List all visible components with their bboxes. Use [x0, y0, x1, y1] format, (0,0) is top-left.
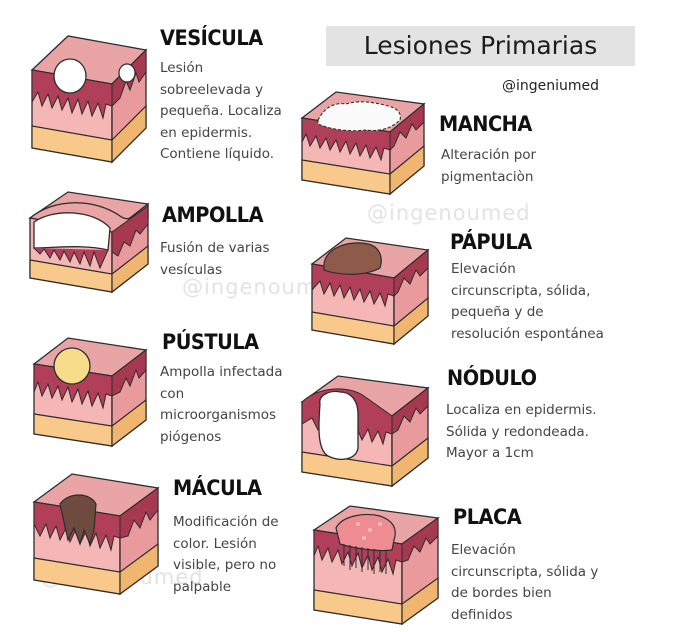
pustula-illustration: [32, 337, 148, 448]
description-line: circunscripta, sólida y: [451, 563, 599, 580]
lesion-heading-ampolla: AMPOLLA: [162, 203, 264, 227]
watermark: @ingenoumed: [367, 201, 531, 225]
description-line: circunscripta, sólida,: [451, 282, 591, 299]
description-line: con: [160, 385, 185, 402]
nodulo-illustration: [300, 375, 430, 488]
description-line: pigmentaciòn: [441, 168, 534, 185]
description-line: Mayor a 1cm: [446, 445, 534, 461]
mancha-illustration: [300, 91, 426, 196]
macula-illustration: [32, 473, 160, 596]
page-title: Lesiones Primarias: [363, 31, 598, 60]
papula-illustration: [310, 237, 430, 346]
lesion-heading-nodulo: NÓDULO: [447, 366, 537, 390]
description-line: Alteración por: [441, 147, 537, 163]
description-line: Ampolla infectada: [160, 364, 283, 380]
lesion-heading-papula: PÁPULA: [450, 230, 532, 254]
description-line: en epidermis.: [160, 124, 253, 141]
ampolla-illustration: [28, 191, 150, 294]
vesicula-illustration: [30, 35, 148, 164]
lesion-heading-macula: MÁCULA: [173, 476, 262, 500]
lesion-description-macula: Modificación de color. Lesión visible, p…: [173, 512, 279, 598]
description-line: microorganismos: [160, 407, 277, 423]
lesion-heading-pustula: PÚSTULA: [162, 330, 259, 354]
placa-illustration: [312, 505, 440, 626]
lesion-description-placa: Elevación circunscripta, sólida y de bor…: [451, 540, 598, 626]
lesion-heading-placa: PLACA: [453, 505, 522, 529]
description-line: Sólida y redondeada.: [446, 423, 589, 440]
description-line: Contiene líquido.: [160, 146, 275, 162]
title-box: Lesiones Primarias: [326, 26, 635, 66]
description-line: definidos: [451, 606, 513, 623]
description-line: Elevación: [451, 542, 516, 558]
lesion-description-nodulo: Localiza en epidermis. Sólida y redondea…: [446, 400, 597, 465]
author-handle: @ingeniumed: [502, 78, 600, 94]
description-line: Localiza en epidermis.: [446, 402, 597, 418]
description-line: palpable: [173, 578, 232, 595]
lesion-description-vesicula: Lesión sobreelevada y pequeña. Localiza …: [160, 58, 282, 166]
lesion-heading-mancha: MANCHA: [439, 112, 532, 136]
description-line: vesículas: [160, 261, 223, 278]
description-line: Lesión: [160, 60, 204, 76]
description-line: resolución espontánea: [451, 325, 604, 342]
description-line: de bordes bien: [451, 585, 552, 601]
description-line: color. Lesión: [173, 535, 257, 552]
lesion-description-pustula: Ampolla infectada con microorganismos pi…: [160, 362, 282, 448]
lesion-description-ampolla: Fusión de varias vesículas: [160, 238, 270, 281]
lesion-heading-vesicula: VESÍCULA: [160, 26, 263, 50]
lesion-description-papula: Elevación circunscripta, sólida, pequeña…: [451, 259, 604, 345]
description-line: sobreelevada y: [160, 81, 264, 98]
description-line: pequeña y de: [451, 304, 544, 320]
description-line: Elevación: [451, 261, 516, 277]
description-line: Fusión de varias: [160, 240, 270, 256]
description-line: Modificación de: [173, 514, 279, 530]
description-line: pequeña. Localiza: [160, 103, 282, 119]
description-line: visible, pero no: [173, 557, 277, 573]
lesion-description-mancha: Alteración por pigmentaciòn: [441, 145, 536, 188]
description-line: piógenos: [160, 428, 222, 445]
